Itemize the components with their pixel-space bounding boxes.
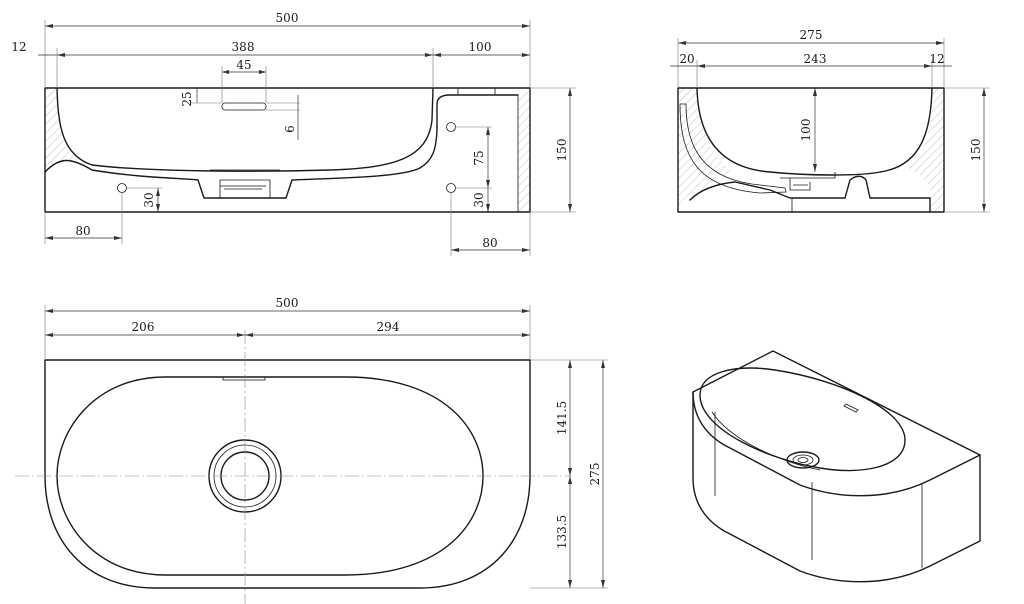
front-right-block [457, 88, 519, 212]
label-side-bowl-depth: 100 [799, 119, 813, 142]
label-plan-drain-from-right: 294 [377, 320, 400, 334]
label-plan-depth: 275 [588, 463, 602, 486]
iso-top-outline [692, 350, 981, 497]
front-bowl-profile [56, 87, 434, 172]
label-side-total-width: 275 [800, 28, 823, 42]
front-hole-right-top [446, 122, 456, 132]
side-drain [780, 172, 836, 191]
label-hole-bottom-offset-left: 30 [142, 192, 156, 207]
label-front-total-width: 500 [276, 11, 299, 25]
front-drain-body [210, 169, 280, 198]
label-left-hole-offset: 80 [75, 224, 90, 238]
side-back-wall-hatch [678, 88, 735, 212]
plan-outer-outline [44, 359, 531, 589]
iso-front-edges [714, 412, 923, 568]
label-overflow-slot-width: 45 [236, 58, 251, 72]
side-dimensions [670, 38, 990, 213]
iso-bowl-rim [699, 367, 906, 472]
side-underside-profile [689, 175, 931, 213]
front-section-view [44, 87, 531, 213]
front-overflow-slot [221, 102, 267, 111]
label-wall-hole-spacing: 75 [472, 150, 486, 165]
iso-drain-inner [792, 454, 814, 466]
side-front-wall-hatch [905, 88, 944, 212]
front-hole-right-bottom [446, 183, 456, 193]
side-section-view [677, 87, 945, 213]
plan-dimensions [44, 305, 608, 589]
label-front-height: 150 [555, 139, 569, 162]
iso-bowl-inner [711, 411, 821, 471]
isometric-view [692, 350, 981, 583]
label-front-bowl-width: 388 [232, 40, 255, 54]
label-front-left-wall: 12 [11, 40, 26, 54]
front-dimension-labels: 500 12 388 100 45 25 6 75 30 30 150 80 8… [11, 11, 569, 250]
label-side-height: 150 [969, 139, 983, 162]
plan-view [15, 330, 570, 604]
label-plan-drain-from-left: 206 [132, 320, 155, 334]
label-plan-drain-from-front: 133.5 [555, 515, 569, 549]
label-plan-drain-from-back: 141.5 [555, 401, 569, 435]
plan-overflow-slot [222, 376, 266, 381]
label-right-hole-offset: 80 [482, 236, 497, 250]
label-plan-total-width: 500 [276, 296, 299, 310]
iso-drain-center [797, 457, 809, 463]
label-side-bowl-width: 243 [804, 52, 827, 66]
front-left-wall-hatch [45, 88, 78, 172]
label-overflow-slot-height: 6 [283, 125, 297, 133]
iso-body-sides [692, 391, 981, 583]
plan-bowl-outline [56, 376, 484, 576]
front-hole-left [117, 183, 127, 193]
label-hole-bottom-offset-right: 30 [472, 192, 486, 207]
plan-dimension-labels: 500 206 294 141.5 133.5 275 [132, 296, 602, 549]
front-dimensions [38, 20, 576, 256]
iso-overflow-slot [843, 403, 859, 413]
iso-drain-outer [786, 451, 820, 469]
front-underside-profile [44, 94, 519, 199]
side-overflow-channel [679, 103, 787, 194]
label-side-front-wall: 12 [929, 52, 944, 66]
front-right-wall-hatch [518, 88, 530, 212]
side-bowl-profile [696, 87, 933, 176]
label-front-right-block: 100 [469, 40, 492, 54]
label-side-back-wall: 20 [679, 52, 694, 66]
side-dimension-labels: 275 20 243 12 100 150 [679, 28, 983, 161]
label-overflow-top-offset: 25 [180, 91, 194, 106]
